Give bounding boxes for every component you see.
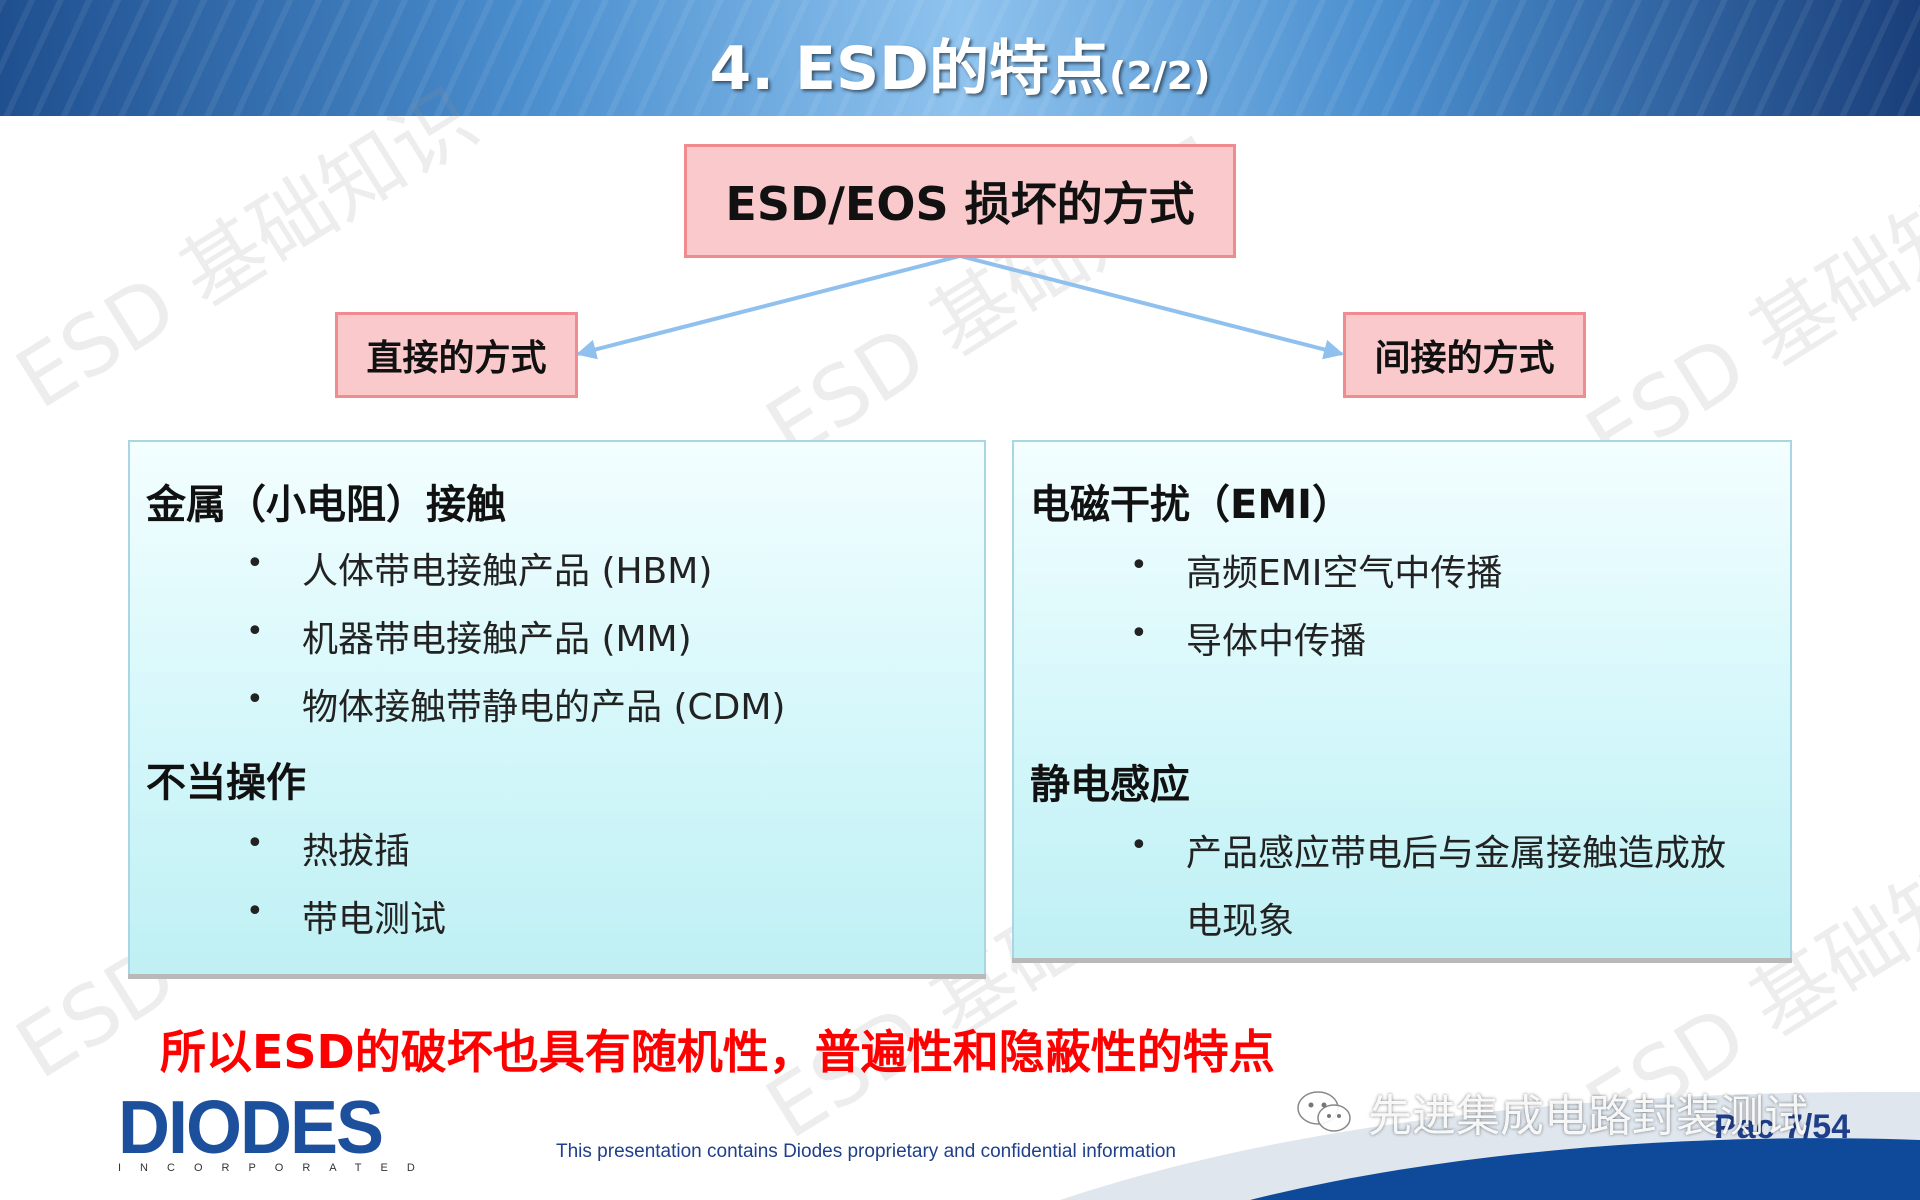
list-item: • 高频EMI空气中传播 <box>1130 544 1503 596</box>
list-item-text: 人体带电接触产品 (HBM) <box>302 551 713 592</box>
title-banner: 4. ESD的特点(2/2) <box>0 0 1920 116</box>
bullet-dot: • <box>1130 828 1148 863</box>
list-item-text: 物体接触带静电的产品 (CDM) <box>302 687 786 728</box>
indirect-panel <box>1012 440 1792 960</box>
slide-title-main: 4. ESD的特点 <box>709 34 1109 104</box>
list-item-text: 导体中传播 <box>1186 621 1367 662</box>
banner-texture <box>0 0 1920 116</box>
list-item: • 热拔插 <box>246 822 411 874</box>
bullet-dot: • <box>246 682 264 717</box>
list-item-text: 高频EMI空气中传播 <box>1186 553 1503 594</box>
logo-wordmark: DIODES <box>118 1086 384 1170</box>
bullet-dot: • <box>1130 548 1148 583</box>
list-item-text: 带电测试 <box>302 899 447 940</box>
direct-panel <box>128 440 986 976</box>
list-item-text: 机器带电接触产品 (MM) <box>302 619 692 660</box>
direct-node: 直接的方式 <box>335 312 578 398</box>
list-item: • 产品感应带电后与金属接触造成放 <box>1130 824 1727 876</box>
wechat-account-name: 先进集成电路封装测试 <box>1368 1091 1808 1142</box>
heading-improper-operation: 不当操作 <box>146 760 306 806</box>
logo-subtitle: INCORPORATED <box>118 1162 434 1174</box>
list-item: • 物体接触带静电的产品 (CDM) <box>246 678 786 730</box>
bullet-dot: • <box>1130 616 1148 651</box>
heading-electrostatic-induction: 静电感应 <box>1030 762 1190 808</box>
panel-shadow <box>1012 958 1792 963</box>
page-number: Pac 7/54 <box>1714 1108 1851 1146</box>
list-item: • 导体中传播 <box>1130 612 1367 664</box>
bullet-dot: • <box>246 894 264 929</box>
list-item-text: 产品感应带电后与金属接触造成放 <box>1186 833 1727 874</box>
panel-shadow <box>128 974 986 979</box>
heading-metal-contact: 金属（小电阻）接触 <box>146 482 506 528</box>
root-node: ESD/EOS 损坏的方式 <box>684 144 1236 258</box>
bullet-dot: • <box>246 826 264 861</box>
heading-emi: 电磁干扰（EMI） <box>1030 482 1353 528</box>
list-item: • 机器带电接触产品 (MM) <box>246 610 692 662</box>
wechat-watermark: 先进集成电路封装测试 <box>1294 1084 1808 1142</box>
list-item-text: 热拔插 <box>302 831 411 872</box>
arrow-to-direct <box>576 254 961 360</box>
slide-title-sub: (2/2) <box>1108 54 1211 98</box>
slide-title: 4. ESD的特点(2/2) <box>0 20 1920 107</box>
list-item: • 带电测试 <box>246 890 447 942</box>
conclusion-text: 所以ESD的破坏也具有随机性，普遍性和隐蔽性的特点 <box>160 1025 1275 1079</box>
diodes-logo: DIODES INCORPORATED <box>118 1086 434 1174</box>
indirect-node: 间接的方式 <box>1343 312 1586 398</box>
bullet-dot: • <box>246 546 264 581</box>
bullet-dot: • <box>246 614 264 649</box>
confidential-notice: This presentation contains Diodes propri… <box>556 1141 1176 1162</box>
wechat-icon <box>1297 1091 1351 1132</box>
arrow-to-indirect <box>959 254 1344 360</box>
list-item: • 人体带电接触产品 (HBM) <box>246 542 713 594</box>
list-item-continuation: 电现象 <box>1186 901 1295 942</box>
